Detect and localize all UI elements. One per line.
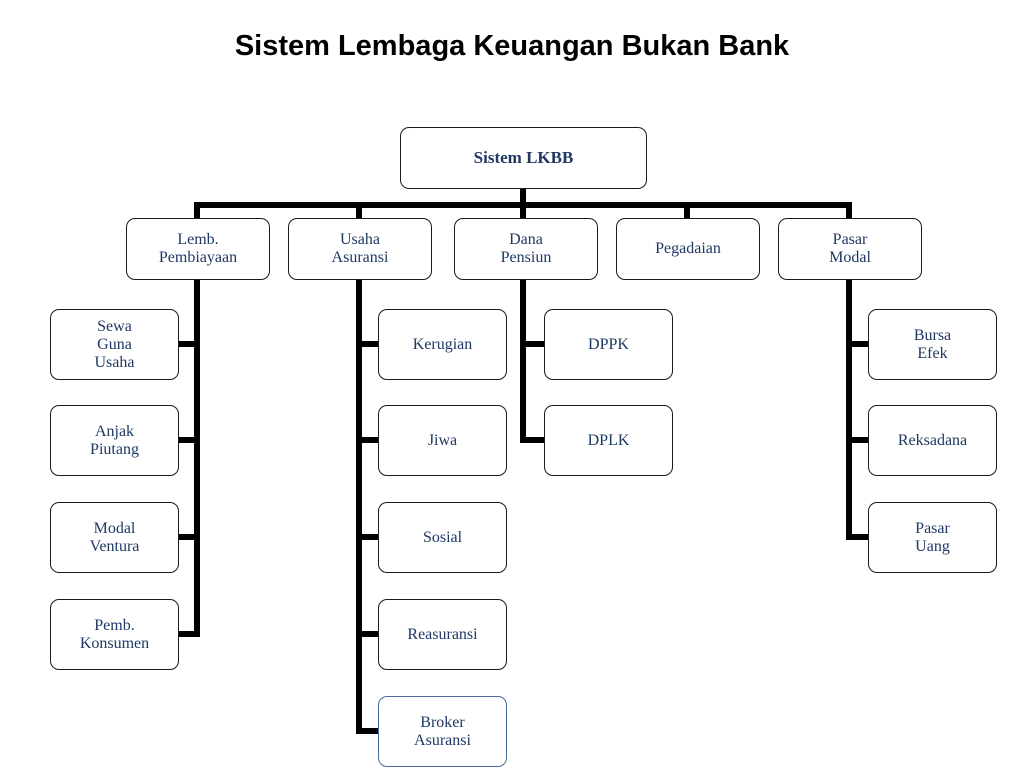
node-reasuransi: Reasuransi (378, 599, 507, 670)
node-reksadana: Reksadana (868, 405, 997, 476)
node-bursa-efek: Bursa Efek (868, 309, 997, 380)
node-anjak-piutang: Anjak Piutang (50, 405, 179, 476)
node-branch-usaha-asuransi: Usaha Asuransi (288, 218, 432, 280)
node-kerugian: Kerugian (378, 309, 507, 380)
node-label: Broker Asuransi (414, 713, 471, 749)
node-label: Jiwa (427, 431, 458, 449)
node-label: Pemb. Konsumen (79, 616, 150, 652)
node-label: DPPK (588, 335, 629, 353)
node-label: Usaha Asuransi (331, 231, 389, 266)
node-jiwa: Jiwa (378, 405, 507, 476)
node-label: Pasar Uang (915, 519, 950, 555)
node-root: Sistem LKBB (400, 127, 647, 189)
node-branch-lemb-pembiayaan: Lemb. Pembiayaan (126, 218, 270, 280)
node-branch-pegadaian: Pegadaian (616, 218, 760, 280)
node-label: Pasar Modal (829, 231, 871, 266)
node-root-label: Sistem LKBB (473, 148, 574, 167)
node-broker-asuransi: Broker Asuransi (378, 696, 507, 767)
node-label: Reksadana (897, 431, 968, 449)
node-modal-ventura: Modal Ventura (50, 502, 179, 573)
node-label: Kerugian (412, 335, 473, 353)
node-dppk: DPPK (544, 309, 673, 380)
node-branch-dana-pensiun: Dana Pensiun (454, 218, 598, 280)
node-label: Sosial (422, 528, 463, 546)
node-label: Pegadaian (655, 240, 721, 257)
node-pasar-uang: Pasar Uang (868, 502, 997, 573)
node-branch-pasar-modal: Pasar Modal (778, 218, 922, 280)
node-label: Sewa Guna Usaha (94, 317, 135, 371)
node-label: Lemb. Pembiayaan (158, 231, 238, 266)
node-label: Bursa Efek (913, 326, 952, 362)
node-pemb-konsumen: Pemb. Konsumen (50, 599, 179, 670)
node-label: Anjak Piutang (90, 422, 139, 458)
diagram-title: Sistem Lembaga Keuangan Bukan Bank (234, 30, 790, 62)
node-sewa-guna-usaha: Sewa Guna Usaha (50, 309, 179, 380)
node-label: Dana Pensiun (500, 231, 552, 266)
node-label: Modal Ventura (89, 519, 140, 555)
node-dplk: DPLK (544, 405, 673, 476)
node-label: DPLK (587, 431, 630, 449)
node-sosial: Sosial (378, 502, 507, 573)
node-label: Reasuransi (407, 625, 478, 643)
